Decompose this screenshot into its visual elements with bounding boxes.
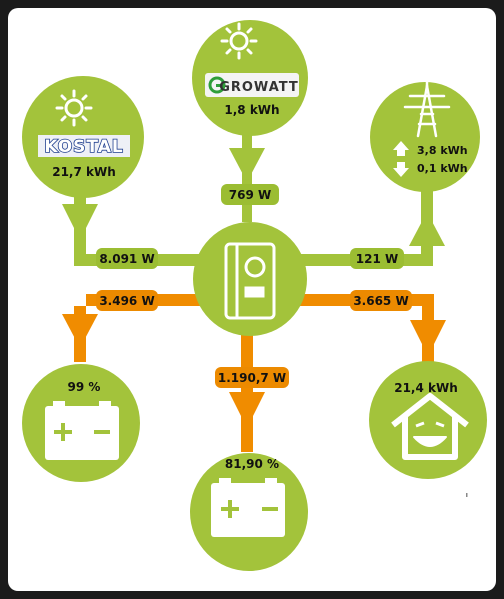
battery-left-flow-arrowhead xyxy=(62,314,98,348)
house-node[interactable]: 21,4 kWh xyxy=(369,361,487,479)
kostal-node[interactable]: KOSTAL 21,7 kWh xyxy=(22,76,144,198)
flow-pill-kostal: 8.091 W xyxy=(96,248,158,269)
grid-import-value: 3,8 kWh xyxy=(417,144,468,157)
kostal-flow-value: 8.091 W xyxy=(99,252,154,266)
smiling-house-icon xyxy=(391,393,469,460)
import-arrow-icon xyxy=(393,141,409,156)
battery-center-soc: 81,90 % xyxy=(225,457,279,471)
growatt-logo-g-icon xyxy=(208,76,226,94)
house-flow-value: 3.665 W xyxy=(353,294,408,308)
battery-center-flow-value: 1.190,7 W xyxy=(218,371,286,385)
growatt-logo xyxy=(205,73,299,97)
inverter-node[interactable] xyxy=(193,222,307,336)
flow-pill-grid: 121 W xyxy=(350,248,404,269)
battery-center-flow-arrowhead xyxy=(229,392,265,428)
energy-flow-diagram: GROWATT 1,8 kWh KOSTAL 21,7 kWh xyxy=(22,20,487,571)
kostal-flow-arrowhead xyxy=(62,204,98,240)
decorative-dot xyxy=(466,493,468,497)
flow-pill-battery-center: 1.190,7 W xyxy=(215,367,289,388)
kostal-flow-line xyxy=(74,176,210,266)
power-pylon-icon xyxy=(403,78,451,138)
battery-left-flow-value: 3.496 W xyxy=(99,294,154,308)
growatt-flow-arrowhead xyxy=(229,148,265,182)
kostal-brand-text: KOSTAL xyxy=(44,137,123,157)
sun-icon xyxy=(55,89,93,127)
export-arrow-icon xyxy=(393,162,409,177)
house-flow-arrowhead xyxy=(410,320,446,356)
inverter-icon xyxy=(224,242,276,320)
house-energy-value: 21,4 kWh xyxy=(394,381,458,395)
grid-node[interactable]: 3,8 kWh 0,1 kWh xyxy=(370,78,480,192)
battery-center-node[interactable]: 81,90 % xyxy=(190,453,308,571)
grid-flow-arrowhead xyxy=(409,212,445,246)
kostal-logo xyxy=(38,135,130,157)
grid-flow-value: 121 W xyxy=(356,252,398,266)
sun-icon xyxy=(220,22,258,60)
growatt-energy-value: 1,8 kWh xyxy=(224,103,279,117)
flow-pill-house: 3.665 W xyxy=(350,290,412,311)
battery-left-soc: 99 % xyxy=(68,380,101,394)
battery-left-node[interactable]: 99 % xyxy=(22,364,140,482)
growatt-node[interactable]: GROWATT 1,8 kWh xyxy=(192,20,308,136)
battery-icon xyxy=(211,478,285,537)
flow-pill-battery-left: 3.496 W xyxy=(96,290,158,311)
flow-pill-growatt: 769 W xyxy=(221,184,279,205)
kostal-energy-value: 21,7 kWh xyxy=(52,165,116,179)
energy-flow-card: GROWATT 1,8 kWh KOSTAL 21,7 kWh xyxy=(8,8,496,591)
growatt-flow-value: 769 W xyxy=(229,188,271,202)
battery-icon xyxy=(45,401,119,460)
battery-center-flow-line xyxy=(241,330,253,452)
grid-export-value: 0,1 kWh xyxy=(417,162,468,175)
growatt-brand-text: GROWATT xyxy=(219,80,299,95)
